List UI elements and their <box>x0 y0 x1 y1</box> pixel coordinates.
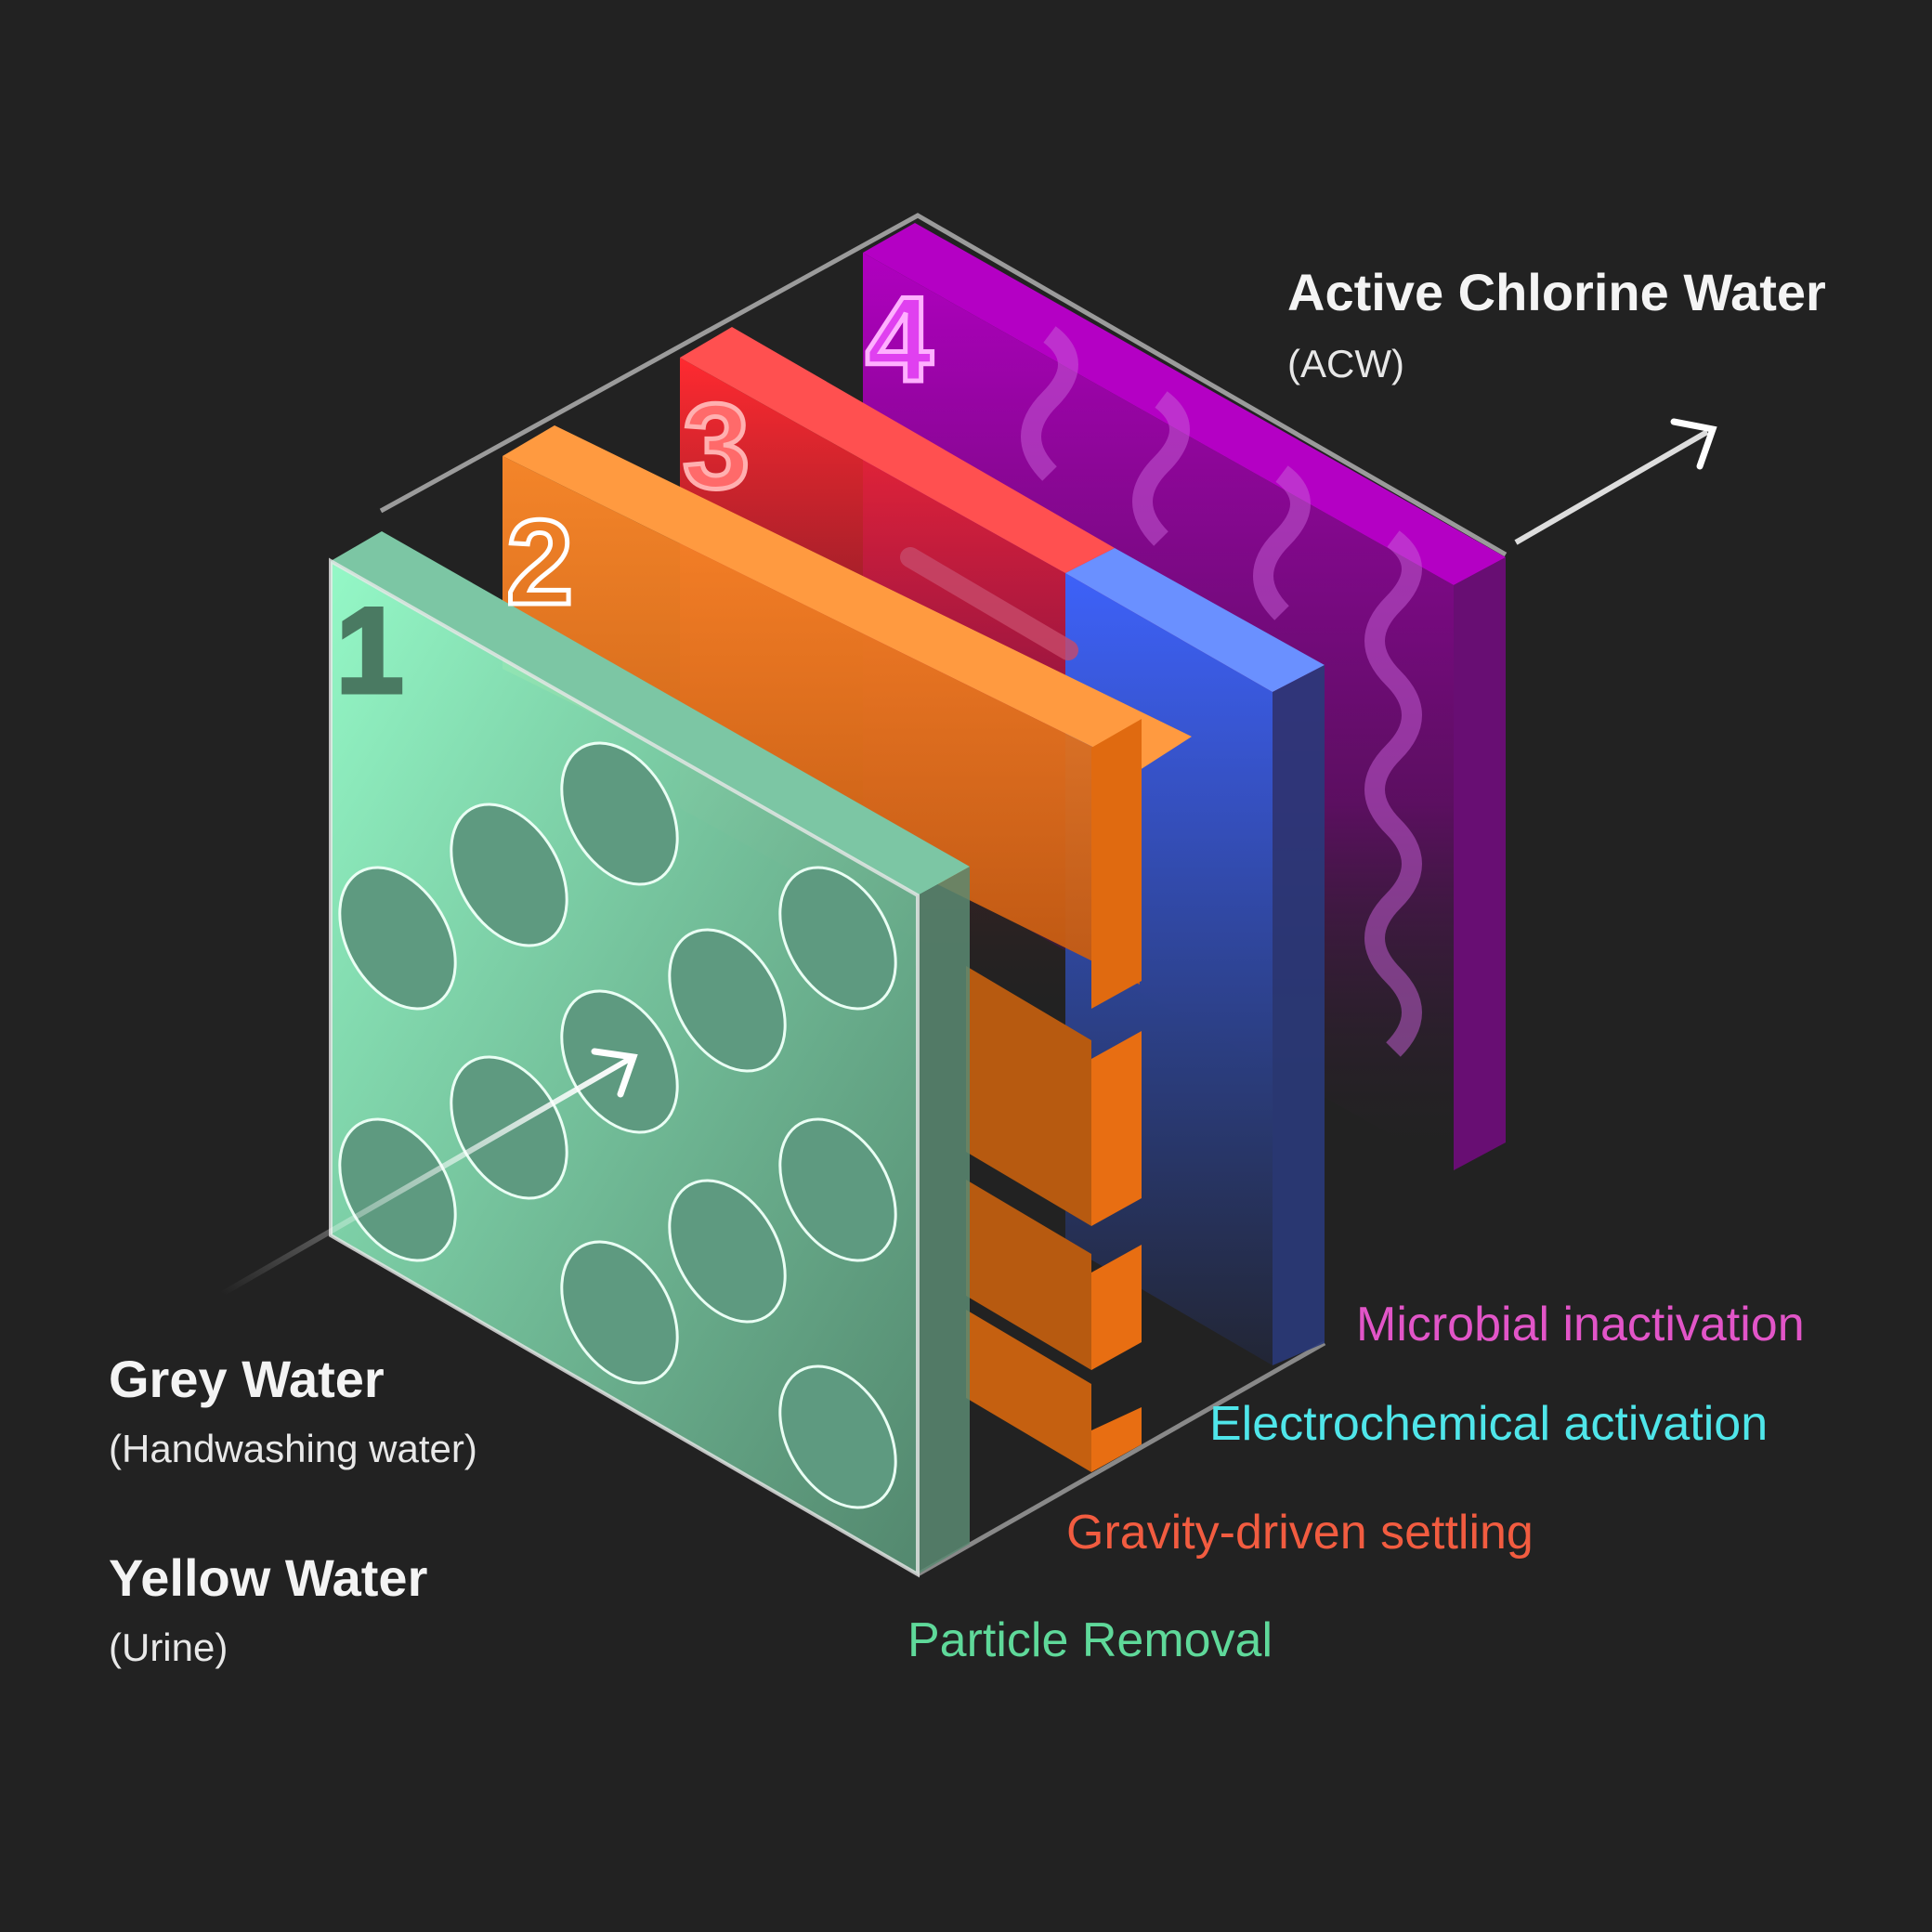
settling-baffles <box>966 966 1142 1472</box>
input-arrow-icon <box>220 1048 638 1297</box>
input-yellow-title: Yellow Water <box>109 1548 428 1607</box>
input-grey-title: Grey Water <box>109 1350 385 1408</box>
stage-label-particle: Particle Removal <box>907 1613 1273 1667</box>
output-arrow-icon <box>1514 418 1717 545</box>
output-title: Active Chlorine Water <box>1287 263 1826 321</box>
plate-2-settling <box>503 425 1192 1472</box>
stage-label-microbial: Microbial inactivation <box>1356 1298 1805 1351</box>
stage-number-2: 2 <box>506 494 573 630</box>
cube-frame <box>379 213 1508 1577</box>
output-subtitle: (ACW) <box>1287 342 1404 385</box>
stage-label-settling: Gravity-driven settling <box>1066 1506 1534 1560</box>
input-grey-subtitle: (Handwashing water) <box>109 1427 477 1470</box>
stage-label-electrochemical: Electrochemical activation <box>1209 1397 1769 1451</box>
plate-1-particle-removal <box>329 531 970 1578</box>
input-yellow-subtitle: (Urine) <box>109 1625 228 1669</box>
stage-number-1: 1 <box>336 582 403 718</box>
filter-holes <box>338 741 897 1509</box>
stage-number-3: 3 <box>683 378 750 514</box>
stage-number-4: 4 <box>866 271 933 407</box>
